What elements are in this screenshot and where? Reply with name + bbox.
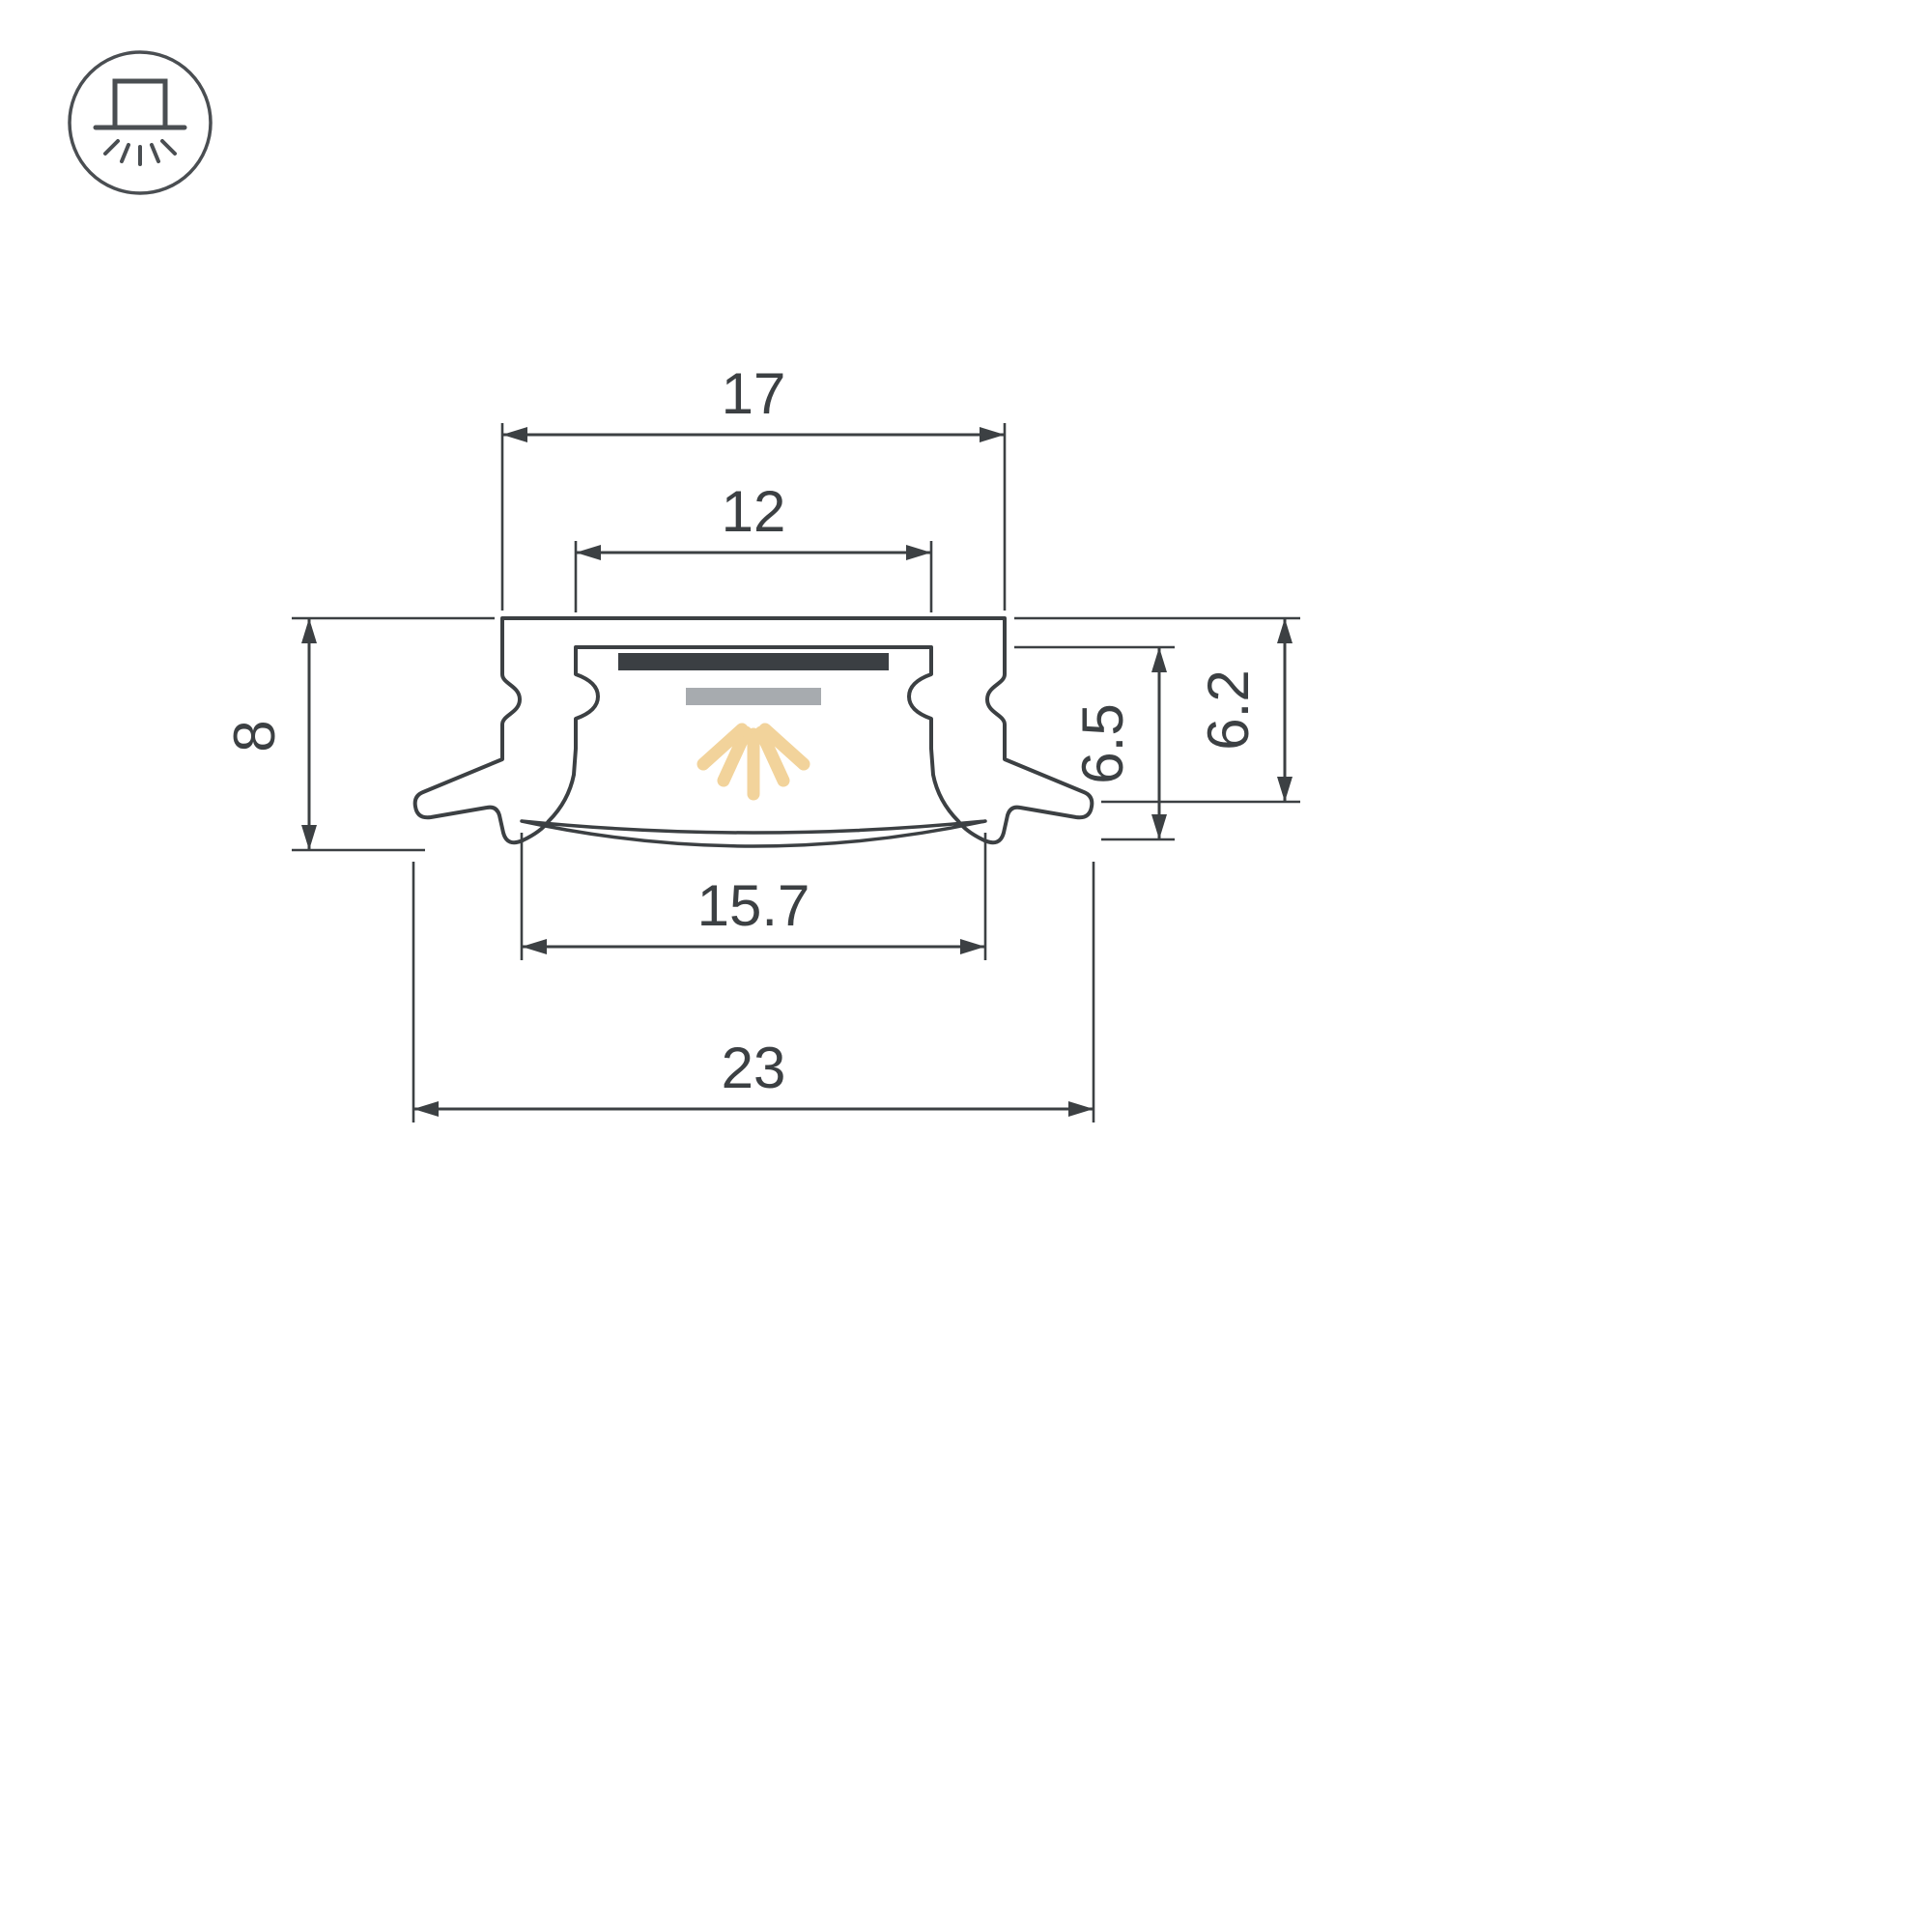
dim-recess-depth: 6.2 <box>1014 616 1300 804</box>
recessed-mount-icon <box>68 50 213 195</box>
arrowhead <box>1277 618 1293 643</box>
arrowhead <box>1151 647 1167 672</box>
icon-fixture-box <box>112 78 168 130</box>
profile-body <box>412 616 1094 845</box>
dim-label-lens-width: 15.7 <box>697 873 810 938</box>
led-strip <box>686 688 821 705</box>
dim-inner-depth: 6.5 <box>1014 645 1175 841</box>
light-ray <box>717 725 753 787</box>
arrowhead <box>906 545 931 560</box>
icon-light-rays <box>103 139 177 166</box>
profile-cross-section <box>412 616 1094 848</box>
light-rays <box>696 723 810 801</box>
dim-lens-width: 15.7 <box>520 833 987 960</box>
dim-label-recess-depth: 6.2 <box>1196 669 1261 750</box>
arrowhead <box>1277 777 1293 802</box>
dim-top-width: 17 <box>500 361 1007 611</box>
dim-label-top-width: 17 <box>722 361 786 426</box>
dim-overall-width: 23 <box>412 862 1095 1122</box>
arrowhead <box>1068 1101 1094 1117</box>
arrowhead <box>980 427 1005 442</box>
arrowhead <box>1151 814 1167 839</box>
dim-height: 8 <box>222 616 495 852</box>
light-ray <box>696 723 749 771</box>
light-ray <box>758 723 810 771</box>
arrowhead <box>960 939 985 954</box>
icon-circle <box>68 50 213 195</box>
arrowhead <box>413 1101 439 1117</box>
arrowhead <box>301 618 317 643</box>
diffuser-lens <box>520 819 987 848</box>
pcb-strip <box>618 653 889 670</box>
arrowhead <box>576 545 601 560</box>
dim-inner-width: 12 <box>574 479 933 612</box>
dim-label-overall-width: 23 <box>722 1036 786 1100</box>
dim-label-inner-depth: 6.5 <box>1070 703 1135 783</box>
light-ray <box>754 725 790 787</box>
arrowhead <box>522 939 547 954</box>
dim-label-inner-width: 12 <box>722 479 786 544</box>
arrowhead <box>502 427 527 442</box>
arrowhead <box>301 825 317 850</box>
dim-label-height: 8 <box>222 720 287 752</box>
